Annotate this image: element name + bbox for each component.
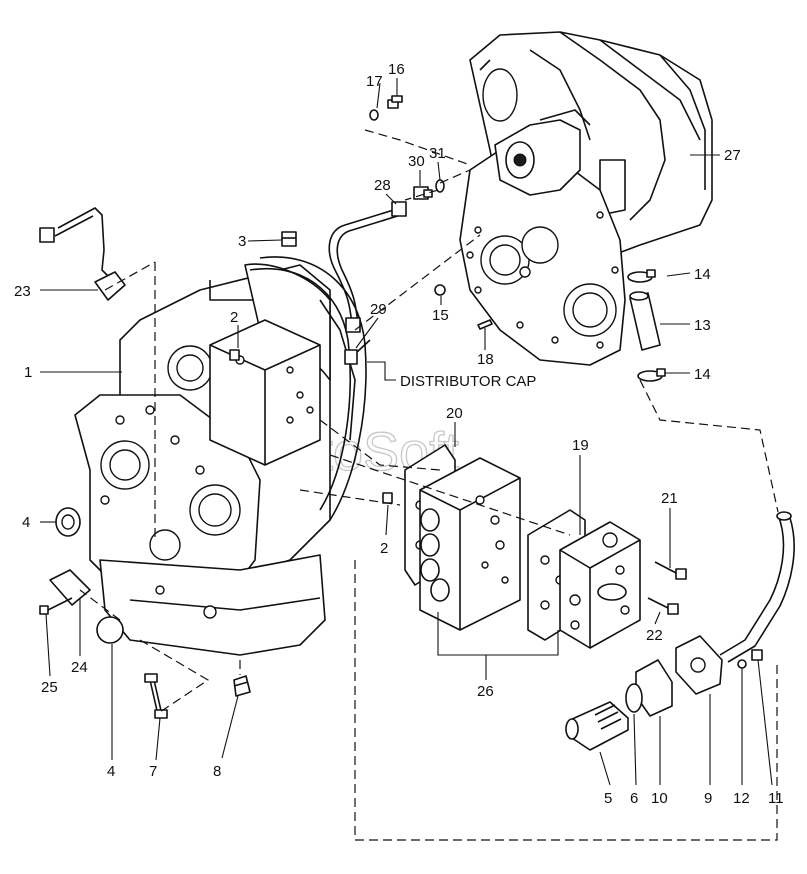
callout-19: 19: [572, 437, 589, 454]
callout-27: 27: [724, 147, 741, 164]
washer-17: [369, 109, 379, 121]
callout-8: 8: [213, 763, 221, 780]
callout-18: 18: [477, 351, 494, 368]
oring-6: [625, 683, 643, 713]
hose-28: [328, 201, 407, 333]
callout-12: 12: [733, 790, 750, 807]
hose-13: [629, 291, 661, 351]
callout-28: 28: [374, 177, 391, 194]
callout-14-lower: 14: [694, 366, 711, 383]
fitting-29: [344, 339, 371, 365]
plug-2-upper: [229, 349, 240, 361]
fitting-30: [413, 186, 433, 200]
callout-14-upper: 14: [694, 266, 711, 283]
oring-15: [434, 284, 446, 296]
callout-21: 21: [661, 490, 678, 507]
callout-23: 23: [14, 283, 31, 300]
pin-18: [477, 319, 493, 330]
plug-8: [233, 675, 251, 697]
plug-2-right: [382, 492, 393, 504]
callout-4-seal: 4: [22, 514, 30, 531]
callouts: 1 2 2 3 4 4 5 6 7 8 9 10 11 12 13 14 14 …: [14, 61, 784, 807]
dashed-lines: [79, 129, 779, 841]
callout-20: 20: [446, 405, 463, 422]
callout-15: 15: [432, 307, 449, 324]
callout-7: 7: [149, 763, 157, 780]
distributor-block: [209, 319, 321, 466]
callout-11: 11: [768, 790, 784, 807]
sensor-23: [39, 207, 126, 301]
callout-24: 24: [71, 659, 88, 676]
washer-12: [737, 659, 747, 669]
rear-pump: [494, 109, 591, 196]
gasket-10: [635, 659, 673, 717]
callout-31: 31: [429, 145, 446, 162]
callout-5: 5: [604, 790, 612, 807]
callout-3: 3: [238, 233, 246, 250]
linkage-7: [144, 673, 168, 719]
cap-4: [96, 616, 124, 644]
bolt-25: [39, 597, 73, 615]
callout-29: 29: [370, 301, 387, 318]
bolt-16: [387, 95, 403, 109]
tube-9: [675, 511, 795, 695]
bolt-21: [654, 561, 687, 580]
callout-6: 6: [630, 790, 638, 807]
clamp-14-upper: [627, 269, 656, 283]
callout-16: 16: [388, 61, 405, 78]
valve-block: [419, 457, 521, 631]
callout-2-upper: 2: [230, 309, 238, 326]
rear-plate: [459, 149, 626, 366]
callout-4-cap: 4: [107, 763, 115, 780]
plug-3: [281, 231, 297, 247]
bolt-22: [647, 597, 679, 615]
callout-9: 9: [704, 790, 712, 807]
callout-22: 22: [646, 627, 663, 644]
callout-2-right: 2: [380, 540, 388, 557]
clamp-14-lower: [637, 368, 666, 382]
callout-17: 17: [366, 73, 383, 90]
callout-30: 30: [408, 153, 425, 170]
bolt-11: [751, 649, 763, 661]
valve-cover: [559, 521, 641, 649]
callout-26: 26: [477, 683, 494, 700]
sump-section: [99, 554, 326, 656]
leader-lines: [40, 78, 773, 786]
callout-13: 13: [694, 317, 711, 334]
seal-4: [55, 507, 81, 537]
callout-10: 10: [651, 790, 668, 807]
distributor-cap-label: DISTRIBUTOR CAP: [400, 373, 536, 390]
callout-1: 1: [24, 364, 32, 381]
plate-24: [49, 569, 91, 606]
callout-25: 25: [41, 679, 58, 696]
filter-5: [565, 701, 629, 751]
